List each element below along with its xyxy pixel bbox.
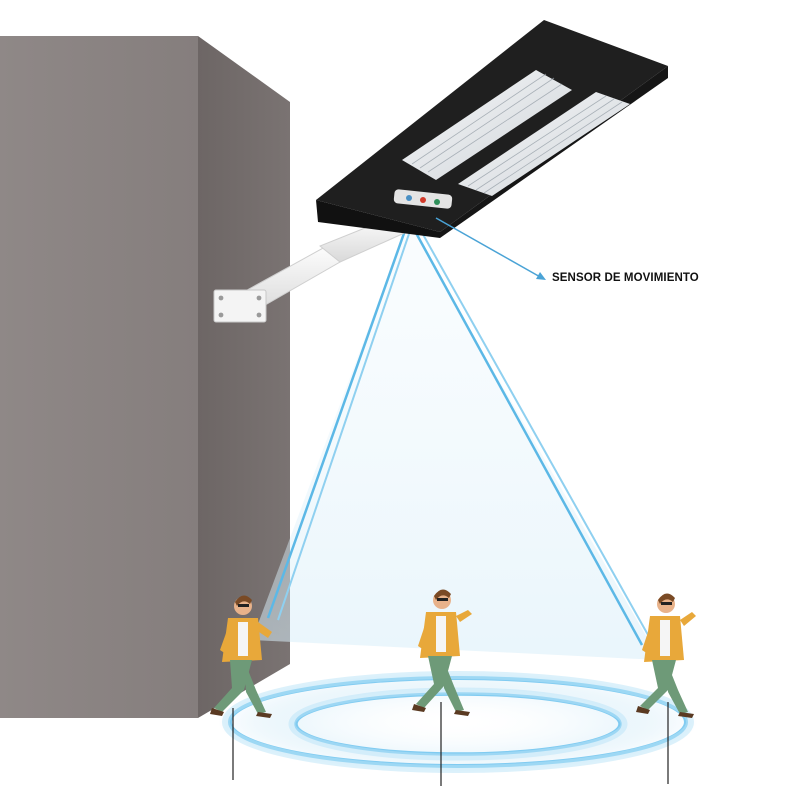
solar-street-lamp [316,20,668,238]
sensor-label: SENSOR DE MOVIMIENTO [552,272,699,284]
led-panel-left [402,70,572,180]
detection-rings [218,671,698,773]
motion-sensor-module [393,189,453,209]
building-wall [0,36,290,718]
person-walking-left [210,595,272,780]
person-walking-right [636,593,696,784]
led-panel-right [458,92,630,196]
mounting-arm [213,213,422,323]
sensor-callout-arrow [435,217,546,280]
motion-detection-cone [252,221,660,660]
person-walking-middle [412,589,472,786]
